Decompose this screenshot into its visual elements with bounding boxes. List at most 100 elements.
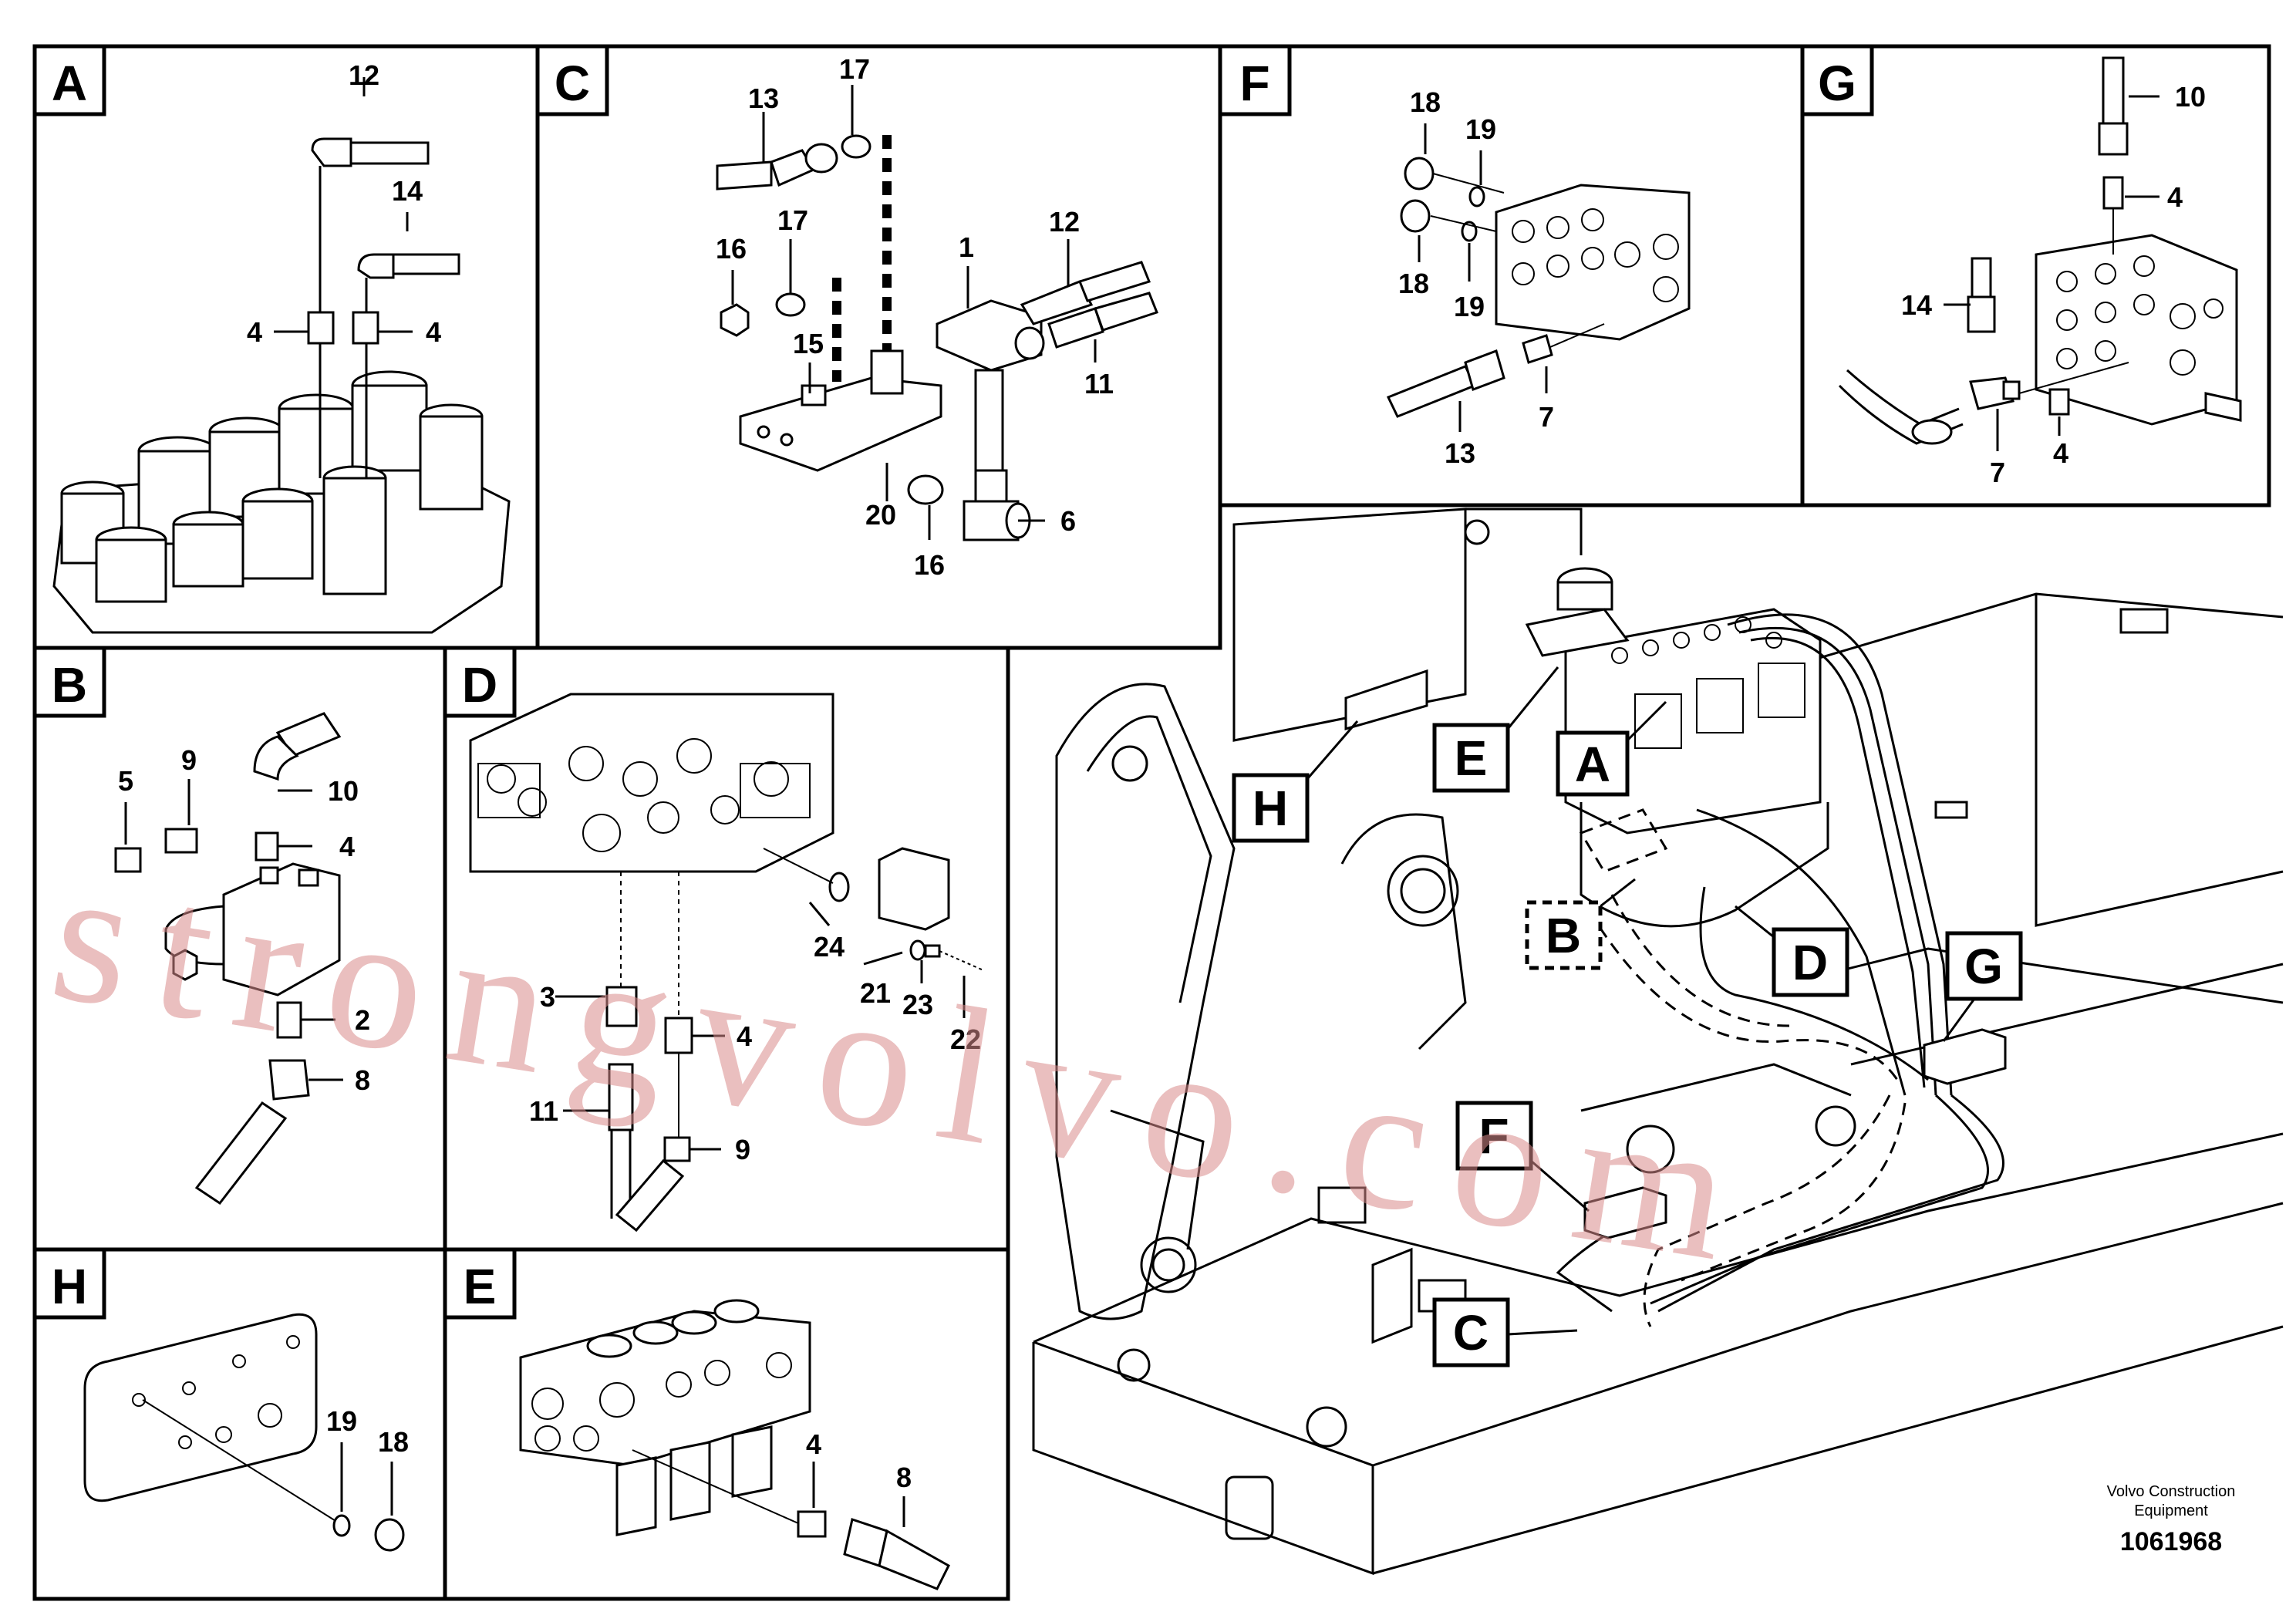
label-4: 4	[737, 1020, 752, 1052]
hose-13	[716, 134, 872, 191]
hose-10	[2098, 56, 2129, 156]
panel-b: B 9 5 10 4 2 8	[32, 646, 447, 1252]
adapter-4-lower	[2048, 388, 2070, 416]
hose-8	[843, 1518, 950, 1590]
o-ring-19	[332, 1514, 351, 1537]
label-19: 19	[326, 1405, 357, 1437]
distribution-block	[1495, 184, 1691, 341]
panel-g: G	[1800, 44, 2271, 508]
control-valve-block	[52, 370, 511, 634]
label-8: 8	[896, 1462, 912, 1493]
hose-12	[311, 137, 430, 339]
o-ring-24	[828, 872, 850, 902]
panel-c-tag: C	[555, 56, 590, 111]
svg-text:E: E	[1455, 730, 1488, 786]
callout-g: G	[1942, 931, 2023, 1042]
adapter-4-upper	[2102, 176, 2124, 210]
callout-c: C	[1432, 1297, 1578, 1367]
label-19: 19	[1465, 113, 1496, 145]
plug-18	[374, 1518, 405, 1552]
callout-a: A	[1556, 700, 1667, 797]
label-16: 16	[914, 549, 945, 581]
panel-a: A	[32, 44, 540, 650]
adapter-4-right	[352, 311, 379, 345]
adapter-4-left	[307, 311, 335, 345]
hose-11	[1047, 292, 1158, 349]
svg-text:D: D	[1792, 935, 1828, 990]
label-4: 4	[247, 316, 262, 348]
solenoid-valve	[164, 862, 341, 996]
drawing-number: 1061968	[2120, 1527, 2222, 1556]
label-24: 24	[814, 931, 845, 963]
hose-12	[1020, 261, 1151, 325]
plug-18-lower	[1400, 199, 1431, 233]
label-4: 4	[2167, 181, 2183, 213]
label-2: 2	[355, 1004, 370, 1036]
label-3: 3	[540, 981, 555, 1013]
hose-11	[605, 986, 638, 1219]
label-23: 23	[902, 989, 933, 1020]
label-17: 17	[839, 53, 870, 85]
label-14: 14	[392, 175, 423, 207]
label-4: 4	[426, 316, 441, 348]
label-11: 11	[1084, 368, 1114, 400]
label-18: 18	[1398, 268, 1429, 299]
label-7: 7	[1990, 457, 2005, 488]
overview-plate-h	[1344, 669, 1428, 730]
label-18: 18	[378, 1426, 409, 1458]
hose-9	[615, 1136, 691, 1233]
label-4: 4	[339, 831, 355, 862]
label-12: 12	[349, 59, 379, 91]
svg-text:H: H	[1253, 781, 1288, 836]
plug-18-upper	[1404, 157, 1435, 191]
callout-d: D	[1735, 905, 1849, 997]
label-22: 22	[950, 1023, 981, 1055]
hose-13	[1386, 349, 1505, 418]
boom-mount	[1055, 683, 1467, 1320]
label-1: 1	[959, 231, 974, 263]
label-15: 15	[793, 328, 824, 359]
hose-14	[1967, 257, 1996, 333]
label-12: 12	[1049, 206, 1080, 238]
adapter-7	[1522, 334, 1553, 364]
panel-d: D	[443, 646, 1010, 1252]
manifold-block	[519, 1299, 811, 1536]
label-5: 5	[118, 765, 133, 797]
hose-lower	[1838, 369, 1964, 445]
panel-c: C	[535, 44, 1222, 650]
overview-block-f	[1583, 1186, 1667, 1239]
label-4: 4	[2053, 437, 2068, 469]
label-8: 8	[355, 1064, 370, 1096]
label-13: 13	[1445, 437, 1475, 469]
adapter-4	[797, 1510, 827, 1538]
panel-f-tag: F	[1239, 56, 1269, 111]
panel-e-tag: E	[464, 1259, 497, 1314]
callout-e: E	[1432, 666, 1559, 793]
panel-h-tag: H	[52, 1259, 87, 1314]
panel-a-tag: A	[52, 56, 87, 111]
washer-17	[775, 292, 806, 317]
cover-plate	[878, 847, 950, 931]
credit-line-2: Equipment	[2134, 1502, 2208, 1519]
panel-d-tag: D	[462, 657, 497, 713]
label-10: 10	[2175, 81, 2206, 113]
label-9: 9	[181, 744, 197, 776]
overview-machine: A B C D E F G	[1032, 508, 2284, 1576]
callout-b: B	[1525, 878, 1636, 970]
credit-line-1: Volvo Construction	[2107, 1483, 2236, 1500]
svg-text:F: F	[1478, 1108, 1509, 1164]
bracket-20	[739, 349, 942, 472]
tee-fitting-1	[936, 299, 1045, 472]
label-17: 17	[777, 204, 808, 236]
label-20: 20	[865, 499, 896, 531]
label-16: 16	[716, 233, 747, 265]
o-ring-19	[1461, 221, 1478, 242]
cover-plate	[83, 1313, 318, 1502]
valve-underside	[469, 693, 834, 873]
callout-h: H	[1232, 720, 1359, 843]
label-10: 10	[328, 775, 359, 807]
tee-adapter-7	[1969, 376, 2021, 410]
plug-16	[907, 474, 944, 505]
